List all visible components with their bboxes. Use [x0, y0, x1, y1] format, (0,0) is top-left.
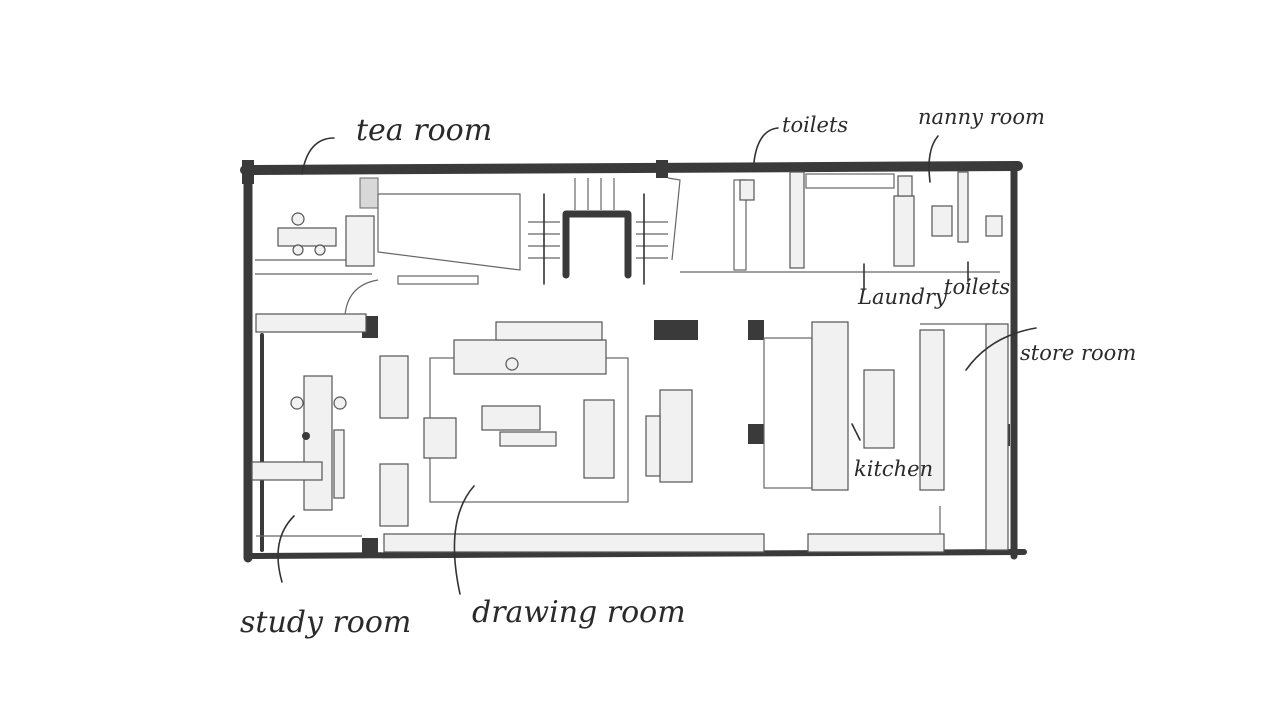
arrow-icon [301, 137, 335, 175]
tea-room [255, 212, 379, 316]
arrow-icon [453, 485, 475, 595]
label-drawing-room: drawing room [472, 595, 686, 630]
labels: tea room toilets nanny room Laundry toil… [240, 105, 1136, 640]
study-room [251, 313, 367, 537]
label-toilets-right: toilets [944, 275, 1010, 299]
label-toilets-top: toilets [782, 113, 848, 137]
label-store-room: store room [1020, 341, 1136, 365]
label-kitchen: kitchen [854, 457, 933, 481]
service-rooms [680, 171, 1003, 273]
arrow-icon [277, 515, 295, 583]
drawing-room [379, 321, 765, 553]
label-tea-room: tea room [356, 113, 492, 148]
arrow-icon [753, 127, 779, 163]
label-laundry: Laundry [857, 285, 948, 309]
label-study-room: study room [240, 605, 411, 640]
stairs [359, 177, 681, 285]
arrow-icon [965, 327, 1037, 371]
kitchen [763, 321, 1009, 553]
label-nanny-room: nanny room [918, 105, 1045, 129]
arrow-icon [851, 423, 861, 441]
arrow-icon [928, 135, 939, 183]
